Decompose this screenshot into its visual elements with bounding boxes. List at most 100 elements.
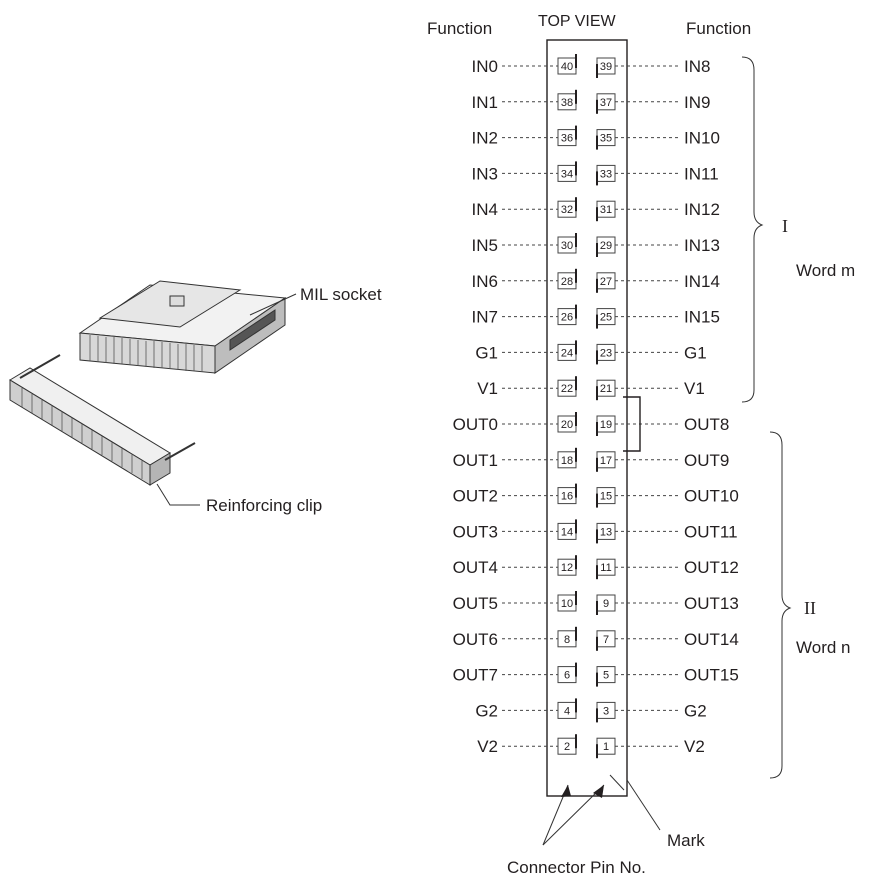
left-function-label: G1	[475, 343, 498, 362]
connector-pin-no-label: Connector Pin No.	[507, 858, 646, 877]
right-pin-number: 9	[603, 598, 609, 610]
left-function-label: OUT5	[453, 594, 498, 613]
left-pin-number: 38	[561, 97, 573, 109]
left-pin-number: 40	[561, 61, 573, 73]
left-function-label: OUT0	[453, 415, 498, 434]
right-function-label: IN13	[684, 236, 720, 255]
right-pin-number: 39	[600, 61, 612, 73]
right-function-label: IN11	[684, 164, 719, 183]
right-function-label: V2	[684, 737, 705, 756]
reinforcing-clip-illustration	[9, 354, 196, 486]
mark-leader-line	[626, 779, 661, 831]
left-function-label: OUT4	[453, 558, 498, 577]
right-function-label: IN8	[684, 57, 710, 76]
right-function-label: OUT10	[684, 487, 739, 506]
left-function-label: OUT1	[453, 451, 498, 470]
right-function-label: OUT9	[684, 451, 729, 470]
pin-row: OUT6 8 7 OUT14	[453, 626, 739, 651]
pin-row: OUT1 18 17 OUT9	[453, 447, 729, 472]
right-function-label: OUT12	[684, 558, 739, 577]
left-pin-number: 30	[561, 240, 573, 252]
group-i-roman: I	[782, 216, 788, 236]
right-pin-number: 37	[600, 97, 612, 109]
right-pin-number: 29	[600, 240, 612, 252]
right-pin-number: 27	[600, 276, 612, 288]
right-pin-number: 21	[600, 383, 612, 395]
word-m-brace	[741, 56, 764, 403]
left-function-label: IN3	[472, 164, 498, 183]
pin-row: OUT5 10 9 OUT13	[453, 591, 739, 615]
pin-row: OUT7 6 5 OUT15	[453, 662, 739, 687]
reinforcing-clip-label: Reinforcing clip	[206, 496, 322, 515]
left-pin-number: 22	[561, 383, 573, 395]
left-function-label: OUT7	[453, 666, 498, 685]
right-function-label: V1	[684, 379, 705, 398]
left-function-label: OUT2	[453, 487, 498, 506]
left-pin-number: 28	[561, 276, 573, 288]
left-function-label: OUT6	[453, 630, 498, 649]
right-function-label: G2	[684, 701, 707, 720]
right-function-label: IN12	[684, 200, 720, 219]
right-function-label: IN9	[684, 93, 710, 112]
mil-socket-label: MIL socket	[300, 285, 382, 304]
left-pin-number: 18	[561, 455, 573, 467]
left-pin-number: 2	[564, 741, 570, 753]
pin-row: IN1 38 37 IN9	[472, 89, 710, 114]
left-pin-number: 8	[564, 634, 570, 646]
group-ii-roman: II	[804, 598, 816, 618]
right-pin-number: 23	[600, 347, 612, 359]
left-function-label: IN7	[472, 308, 498, 327]
right-pin-number: 3	[603, 705, 609, 717]
connector-body	[546, 39, 628, 797]
left-function-label: IN1	[472, 93, 498, 112]
right-function-label: G1	[684, 343, 707, 362]
right-function-label: IN14	[684, 272, 720, 291]
pin-row: IN5 30 29 IN13	[472, 233, 720, 257]
word-n-label: Word n	[796, 638, 851, 657]
left-pin-number: 10	[561, 598, 573, 610]
right-pin-number: 1	[603, 741, 609, 753]
left-function-label: IN4	[472, 200, 498, 219]
left-pin-number: 12	[561, 562, 573, 574]
pin-row: IN6 28 27 IN14	[472, 268, 720, 293]
right-function-label: OUT14	[684, 630, 739, 649]
left-pin-number: 6	[564, 670, 570, 682]
left-function-label: IN5	[472, 236, 498, 255]
left-function-label: G2	[475, 701, 498, 720]
left-function-label: IN6	[472, 272, 498, 291]
pin-row: G1 24 23 G1	[475, 340, 707, 365]
left-pin-number: 26	[561, 312, 573, 324]
top-view-header: TOP VIEW	[538, 13, 617, 30]
right-function-label: OUT15	[684, 666, 739, 685]
pin-row: G2 4 3 G2	[475, 698, 707, 723]
right-pin-number: 19	[600, 419, 612, 431]
right-function-label: OUT13	[684, 594, 739, 613]
function-header-left: Function	[427, 19, 492, 38]
left-pin-number: 36	[561, 133, 573, 145]
right-function-label: OUT8	[684, 415, 729, 434]
right-pin-number: 13	[600, 526, 612, 538]
mil-socket-illustration	[78, 280, 287, 374]
mark-label: Mark	[667, 831, 705, 850]
right-pin-number: 17	[600, 455, 612, 467]
right-function-label: IN15	[684, 308, 720, 327]
left-function-label: V2	[477, 737, 498, 756]
right-pin-number: 7	[603, 634, 609, 646]
word-n-brace	[769, 431, 792, 779]
right-pin-number: 5	[603, 670, 609, 682]
left-pin-number: 32	[561, 204, 573, 216]
left-function-label: IN2	[472, 129, 498, 148]
left-pin-number: 24	[561, 347, 573, 359]
left-pin-number: 4	[564, 705, 570, 717]
function-header-right: Function	[686, 19, 751, 38]
